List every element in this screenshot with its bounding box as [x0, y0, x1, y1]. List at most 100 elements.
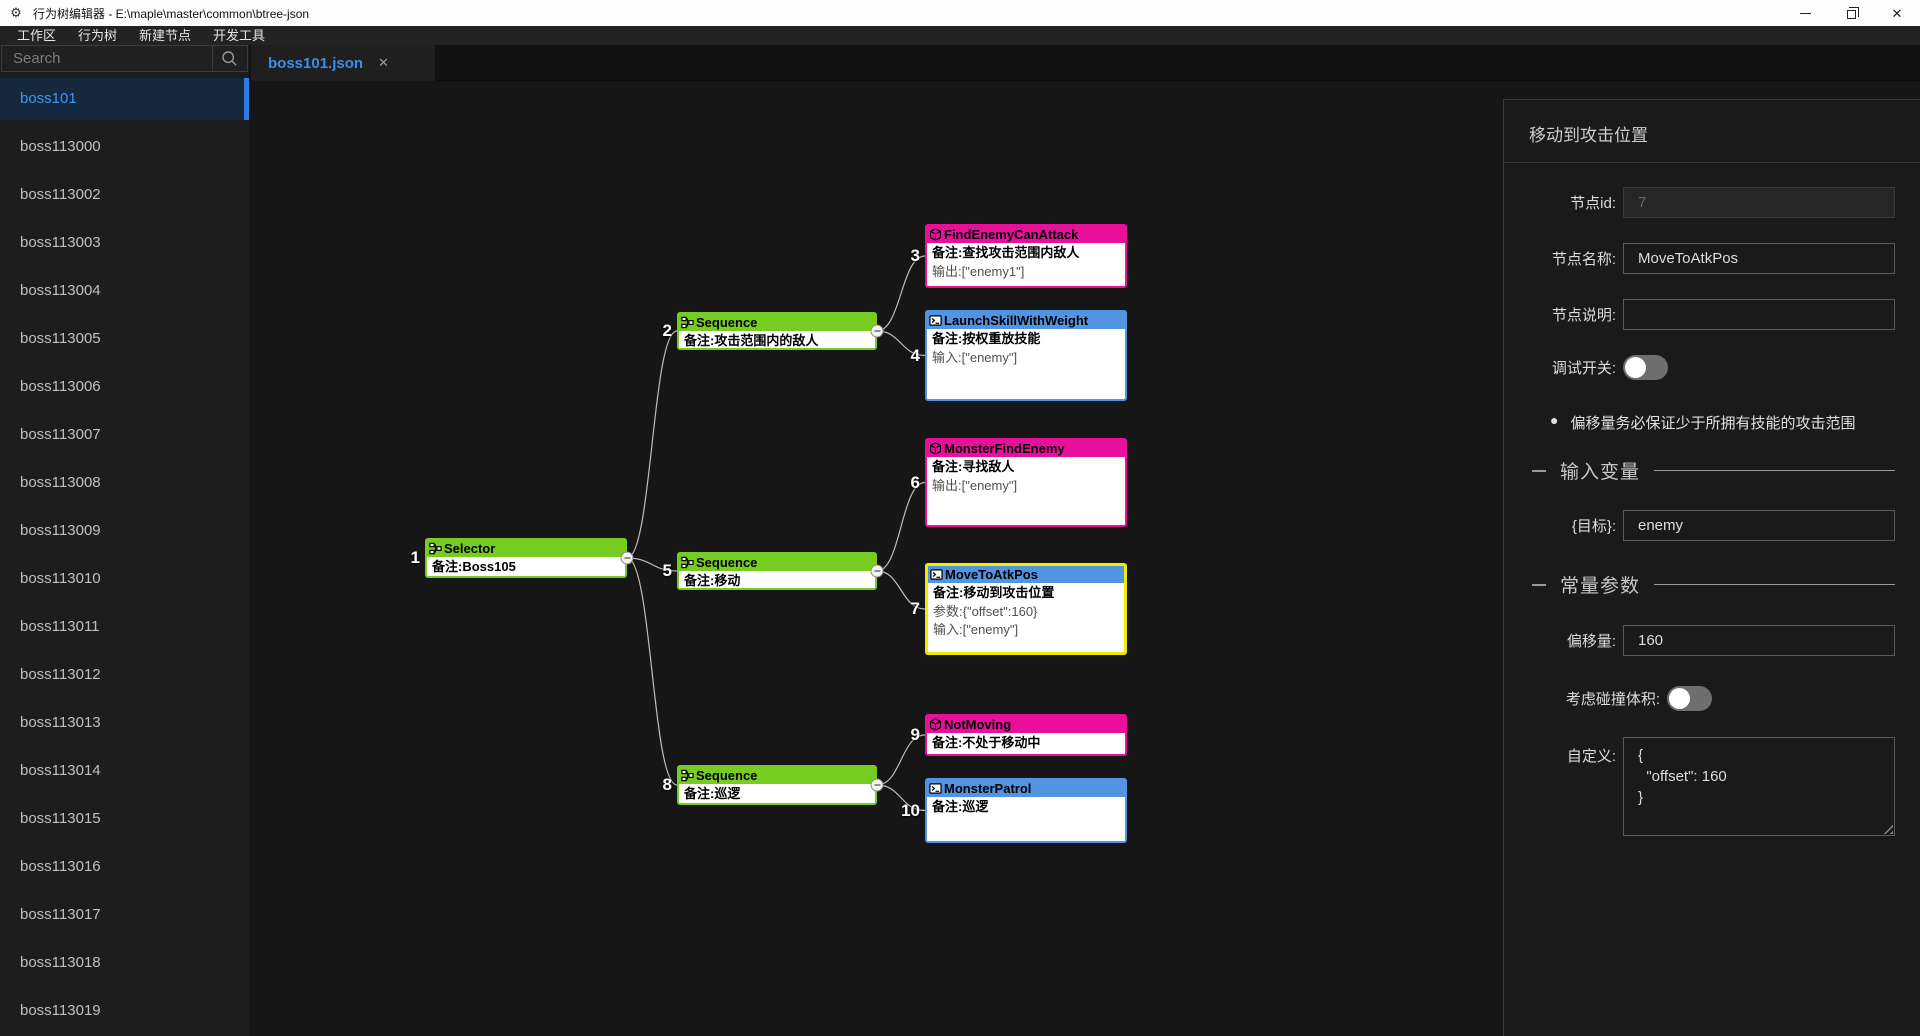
- search-icon: [222, 51, 238, 66]
- node-header: Selector: [427, 540, 625, 557]
- section-title: 输入变量: [1560, 462, 1641, 483]
- composite-icon: [429, 542, 442, 555]
- sidebar-item-boss113010[interactable]: boss113010: [20, 570, 101, 587]
- sidebar-item-boss113002[interactable]: boss113002: [20, 186, 101, 203]
- section-dash-icon: [1532, 583, 1546, 586]
- node-header: Sequence: [679, 554, 875, 571]
- close-button[interactable]: ✕: [1874, 0, 1920, 26]
- restore-button[interactable]: [1828, 0, 1874, 26]
- section-line: [1654, 583, 1895, 586]
- sidebar-item-boss113012[interactable]: boss113012: [20, 666, 101, 683]
- node-out-connector-8[interactable]: [870, 778, 884, 792]
- node-title: NotMoving: [944, 717, 1012, 732]
- tab-close-icon[interactable]: ✕: [378, 55, 389, 70]
- sidebar-item-boss113017[interactable]: boss113017: [20, 906, 101, 923]
- tab-boss101-json[interactable]: boss101.json ✕: [251, 45, 435, 81]
- search-box: [1, 45, 248, 72]
- resize-handle[interactable]: [1883, 824, 1893, 834]
- sidebar-item-boss113008[interactable]: boss113008: [20, 474, 101, 491]
- sidebar-item-boss113004[interactable]: boss113004: [20, 282, 101, 299]
- node-out-connector-1[interactable]: [620, 551, 634, 565]
- node-desc-field[interactable]: [1623, 299, 1895, 330]
- target-field[interactable]: [1623, 510, 1895, 541]
- node-id-badge-1: 1: [410, 548, 420, 567]
- offset-note: ● 偏移量务必保证少于所拥有技能的攻击范围: [1550, 412, 1895, 433]
- minimize-button[interactable]: [1782, 0, 1828, 26]
- sidebar-item-boss113014[interactable]: boss113014: [20, 762, 101, 779]
- toggle-knob: [1669, 688, 1690, 709]
- search-input[interactable]: [2, 46, 212, 71]
- node-body: 备注:寻找敌人输出:["enemy"]: [927, 457, 1125, 497]
- menu-item-工作区[interactable]: 工作区: [17, 28, 57, 43]
- condition-icon: [929, 442, 942, 455]
- custom-label: 自定义:: [1566, 748, 1616, 765]
- sidebar-item-boss113007[interactable]: boss113007: [20, 426, 101, 443]
- node-id-badge-3: 3: [910, 246, 920, 265]
- minimize-icon: [1799, 12, 1811, 14]
- boss-list: boss101 boss113000 boss113002 boss113003 bos…: [0, 78, 249, 1036]
- node-header: MonsterPatrol: [927, 780, 1125, 797]
- node-header: LaunchSkillWithWeight: [927, 312, 1125, 329]
- custom-json-textarea[interactable]: [1623, 737, 1895, 836]
- collision-toggle[interactable]: [1667, 686, 1712, 711]
- node-note-line: 备注:查找攻击范围内敌人: [932, 245, 1080, 260]
- action-icon: [929, 314, 942, 327]
- composite-icon: [681, 769, 694, 782]
- sidebar-item-boss113013[interactable]: boss113013: [20, 714, 101, 731]
- node-out-connector-2[interactable]: [870, 324, 884, 338]
- sidebar-item-boss101[interactable]: boss101: [0, 78, 249, 120]
- debug-toggle-label: 调试开关:: [1551, 360, 1616, 377]
- collision-toggle-label: 考虑碰撞体积:: [1565, 691, 1660, 708]
- sidebar-item-boss113000[interactable]: boss113000: [20, 138, 101, 155]
- menu-item-新建节点[interactable]: 新建节点: [139, 28, 192, 43]
- close-icon: ✕: [1891, 5, 1903, 21]
- sidebar-item-boss113011[interactable]: boss113011: [20, 618, 100, 635]
- node-desc-label: 节点说明:: [1551, 307, 1616, 324]
- bullet-icon: ●: [1550, 412, 1559, 428]
- sidebar-item-boss113005[interactable]: boss113005: [20, 330, 101, 347]
- sidebar-item-boss113006[interactable]: boss113006: [20, 378, 101, 395]
- section-input-vars: 输入变量: [1520, 457, 1895, 484]
- node-title: FindEnemyCanAttack: [944, 227, 1079, 242]
- node-id-badge-10: 10: [901, 800, 920, 820]
- sidebar-item-boss113018[interactable]: boss113018: [20, 954, 101, 971]
- node-header: MoveToAtkPos: [928, 566, 1124, 583]
- node-body: 备注:按权重放技能输入:["enemy"]: [927, 329, 1125, 369]
- search-button[interactable]: [213, 46, 247, 71]
- node-name-field[interactable]: [1623, 243, 1895, 274]
- debug-toggle[interactable]: [1623, 355, 1668, 380]
- app-icon: ⚙: [10, 5, 22, 20]
- node-out-connector-5[interactable]: [870, 564, 884, 578]
- sidebar-item-boss113016[interactable]: boss113016: [20, 858, 101, 875]
- node-body: 备注:攻击范围内的敌人: [679, 331, 875, 353]
- restore-icon: [1846, 6, 1859, 19]
- section-title: 常量参数: [1560, 576, 1641, 597]
- sidebar-item-boss113009[interactable]: boss113009: [20, 522, 101, 539]
- menu-item-行为树[interactable]: 行为树: [78, 28, 118, 43]
- menu-item-开发工具[interactable]: 开发工具: [213, 28, 266, 43]
- action-icon: [929, 782, 942, 795]
- node-title: Selector: [444, 541, 496, 556]
- node-body: 备注:不处于移动中: [927, 733, 1125, 755]
- composite-icon: [681, 556, 694, 569]
- node-note-line: 备注:攻击范围内的敌人: [684, 333, 819, 348]
- sidebar-item-boss113015[interactable]: boss113015: [20, 810, 101, 827]
- node-note-line: 输入:["enemy"]: [933, 622, 1019, 637]
- offset-field[interactable]: [1623, 625, 1895, 656]
- node-id-badge-5: 5: [662, 561, 672, 580]
- node-note-line: 备注:按权重放技能: [932, 331, 1041, 346]
- sidebar-item-boss113019[interactable]: boss113019: [20, 1002, 101, 1019]
- node-header: Sequence: [679, 767, 875, 784]
- sidebar-item-boss113003[interactable]: boss113003: [20, 234, 101, 251]
